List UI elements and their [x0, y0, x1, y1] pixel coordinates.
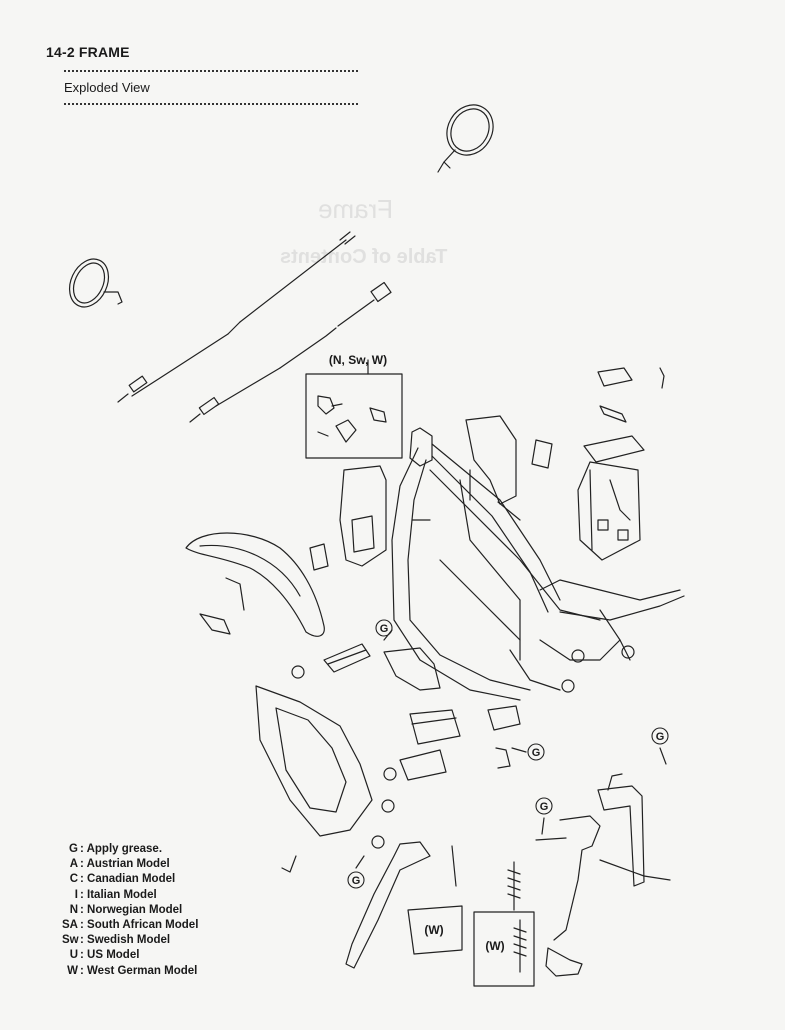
leader-g3	[659, 747, 667, 765]
legend-code: W	[67, 964, 78, 977]
legend-text: : Norwegian Model	[80, 903, 183, 916]
legend-code: G	[69, 843, 78, 855]
left-cover	[309, 465, 387, 571]
legend-row: SA: South African Model	[62, 918, 198, 933]
grease-callout-circle-4	[535, 797, 553, 815]
side-stand	[281, 835, 457, 969]
variant-box-label: (N, Sw, W)	[329, 353, 387, 367]
west-german-label-2: (W)	[485, 939, 504, 953]
legend-text: : Canadian Model	[80, 873, 176, 886]
legend-text: : Swedish Model	[80, 934, 171, 947]
grease-label-1: G	[380, 623, 389, 635]
legend-row: I: Italian Model	[62, 888, 198, 903]
leader-g4	[541, 817, 545, 835]
speedometer-cable	[117, 231, 356, 403]
leader-g2	[511, 747, 527, 753]
grease-callout-circle-5	[347, 871, 365, 889]
battery-holder	[577, 367, 665, 561]
spring-box-left	[407, 905, 463, 955]
grease-callout-circle-2	[527, 743, 545, 761]
legend-row: G: Apply grease.	[62, 842, 198, 857]
legend-row: A: Austrian Model	[62, 857, 198, 872]
grease-label-2: G	[532, 747, 541, 759]
dotted-divider-top	[64, 70, 358, 72]
grease-label-5: G	[352, 875, 361, 887]
leader-g5	[355, 855, 365, 869]
side-cover-bracket	[465, 415, 553, 505]
legend: G: Apply grease. A: Austrian Model C: Ca…	[62, 842, 198, 979]
section-title: Exploded View	[64, 80, 150, 95]
legend-code: A	[69, 858, 78, 871]
variant-bracket-box	[305, 373, 403, 459]
page-title: 14-2 FRAME	[46, 44, 130, 60]
legend-code: U	[69, 949, 78, 962]
right-mirror	[437, 104, 494, 173]
side-cover-large	[255, 685, 373, 837]
legend-code: SA	[62, 919, 78, 932]
legend-row: N: Norwegian Model	[62, 903, 198, 918]
front-footpeg	[381, 705, 521, 813]
legend-text: : US Model	[80, 949, 140, 962]
legend-text: : South African Model	[80, 919, 199, 932]
legend-text: : Austrian Model	[80, 858, 170, 871]
grease-callout-circle-1	[375, 619, 393, 637]
springs	[507, 861, 527, 973]
grease-callout-circle-3	[651, 727, 669, 745]
legend-row: Sw: Swedish Model	[62, 933, 198, 948]
legend-row: C: Canadian Model	[62, 872, 198, 887]
legend-code: I	[74, 888, 78, 901]
legend-text: : Apply grease.	[80, 843, 163, 855]
spring-box-right	[473, 911, 535, 987]
frame-body	[391, 427, 685, 701]
grease-label-3: G	[656, 731, 665, 743]
legend-text: : West German Model	[80, 964, 198, 977]
legend-text: : Italian Model	[80, 888, 157, 901]
west-german-label-1: (W)	[424, 923, 443, 937]
legend-code: N	[69, 903, 78, 916]
legend-code: Sw	[62, 934, 79, 947]
rear-fender	[185, 532, 325, 637]
left-mirror	[68, 258, 123, 308]
tachometer-cable	[189, 281, 392, 423]
legend-row: U: US Model	[62, 948, 198, 963]
dotted-divider-bottom	[64, 103, 358, 105]
legend-row: W: West German Model	[62, 964, 198, 979]
legend-code: C	[69, 873, 78, 886]
grease-label-4: G	[540, 801, 549, 813]
center-stand	[535, 773, 671, 977]
rear-footpeg	[291, 643, 441, 691]
page-header: 14-2 FRAME Exploded View	[46, 44, 366, 105]
